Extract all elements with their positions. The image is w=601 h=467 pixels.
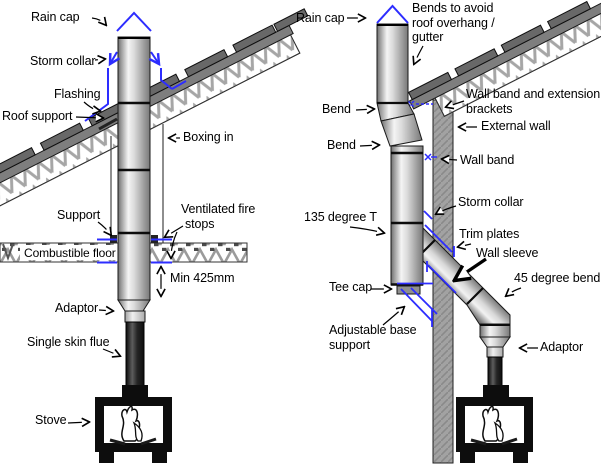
- label-flashing: Flashing: [54, 87, 101, 101]
- label-storm-collar-left: Storm collar: [30, 54, 96, 68]
- tee-135-arrow: [349, 226, 384, 233]
- trim-plate-lower: [426, 261, 457, 294]
- label-storm-collar-right: Storm collar: [458, 195, 524, 209]
- wall-sleeve-arrow: [455, 257, 487, 280]
- left-flue-pipe: [117, 36, 151, 387]
- adaptor-arrow: [98, 310, 113, 311]
- wall-band-arrow: [442, 159, 458, 160]
- right-blue-details: [376, 4, 457, 327]
- storm-collar-arrow: [94, 59, 105, 60]
- adj-base-arrow: [382, 307, 404, 326]
- label-stove-left: Stove: [35, 413, 67, 427]
- storm-collar-mark: [423, 210, 433, 220]
- right-flue-pipe: [376, 23, 424, 295]
- label-ventilated-fire-stops: Ventilated fire stops: [181, 202, 256, 231]
- bend-45-assembly: [479, 323, 511, 387]
- label-bend-upper: Bend: [322, 102, 351, 116]
- left-annotation-arrows: [67, 18, 184, 423]
- label-tee-135: 135 degree T: [304, 210, 377, 224]
- label-adaptor-left: Adaptor: [55, 301, 99, 315]
- label-tee-cap: Tee cap: [329, 280, 373, 294]
- flashing-arrow: [83, 101, 100, 111]
- left-stove: [93, 383, 174, 465]
- right-single-skin-pipe: [487, 356, 503, 387]
- rain-cap-cone: [116, 11, 152, 32]
- label-roof-support: Roof support: [2, 109, 73, 123]
- label-support: Support: [57, 208, 101, 222]
- left-adaptor-collar: [124, 310, 146, 323]
- label-rain-cap-left: Rain cap: [31, 10, 80, 24]
- wall-band-mark: [424, 153, 437, 161]
- right-roof: [407, 0, 601, 117]
- label-wall-band: Wall band: [460, 153, 515, 167]
- label-wall-sleeve: Wall sleeve: [476, 246, 539, 260]
- roof-support-arrow: [75, 117, 103, 118]
- right-adaptor-collar: [486, 346, 504, 358]
- label-adjustable-base-support: Adjustable base support: [329, 323, 417, 352]
- bend-45-arrow: [506, 287, 522, 296]
- stove-arrow: [67, 422, 89, 423]
- single-skin-flue-pipe: [125, 321, 145, 387]
- trim-plates-arrow: [458, 244, 472, 247]
- storm-collar-flare-right: [148, 51, 161, 67]
- label-external-wall: External wall: [481, 119, 551, 133]
- rain-cap-cone-right: [376, 4, 409, 24]
- label-trim-plates: Trim plates: [459, 227, 520, 241]
- trim-plate-upper: [424, 224, 455, 257]
- label-boxing-in: Boxing in: [183, 130, 234, 144]
- base-support-strut-1: [400, 288, 433, 322]
- right-stove: [454, 383, 535, 465]
- fire-stops-arrow-1: [165, 225, 184, 237]
- label-single-skin-flue: Single skin flue: [27, 335, 110, 349]
- rain-cap-arrow: [91, 18, 106, 25]
- label-bends-note: Bends to avoid roof overhang / gutter: [412, 1, 495, 44]
- tee-cap-shape: [396, 285, 421, 295]
- right-annotation-arrows: [347, 18, 538, 348]
- label-adaptor-right: Adaptor: [540, 340, 584, 354]
- support-arrow: [97, 221, 111, 235]
- label-combustible-floor: Combustible floor: [24, 246, 116, 260]
- right-roof-tiles: [407, 0, 592, 101]
- storm-collar-arrow-r: [436, 205, 457, 214]
- bends-note-arrow: [414, 45, 424, 64]
- right-diagram: [347, 0, 601, 465]
- left-diagram: [0, 8, 309, 465]
- label-min-clearance: Min 425mm: [170, 271, 235, 285]
- right-adaptor: [479, 336, 511, 348]
- flashing-left: [84, 68, 109, 122]
- label-rain-cap-right: Rain cap: [296, 11, 345, 25]
- roof-support-bracket: [98, 117, 118, 131]
- bend-lower-arrow: [359, 145, 379, 146]
- flashing-right: [160, 68, 187, 90]
- label-bend-lower: Bend: [327, 138, 356, 152]
- bend-upper-arrow: [355, 109, 374, 110]
- single-skin-arrow: [102, 348, 120, 356]
- wall-band-ext-arrow: [446, 101, 465, 107]
- label-wall-band-extension: Wall band and extension brackets: [466, 87, 601, 116]
- fire-stops-arrow-2: [171, 231, 178, 258]
- storm-collar-flare-left: [108, 51, 121, 67]
- label-bend-45: 45 degree bend: [514, 271, 601, 285]
- left-blue-details: [84, 11, 187, 264]
- left-adaptor: [117, 299, 151, 312]
